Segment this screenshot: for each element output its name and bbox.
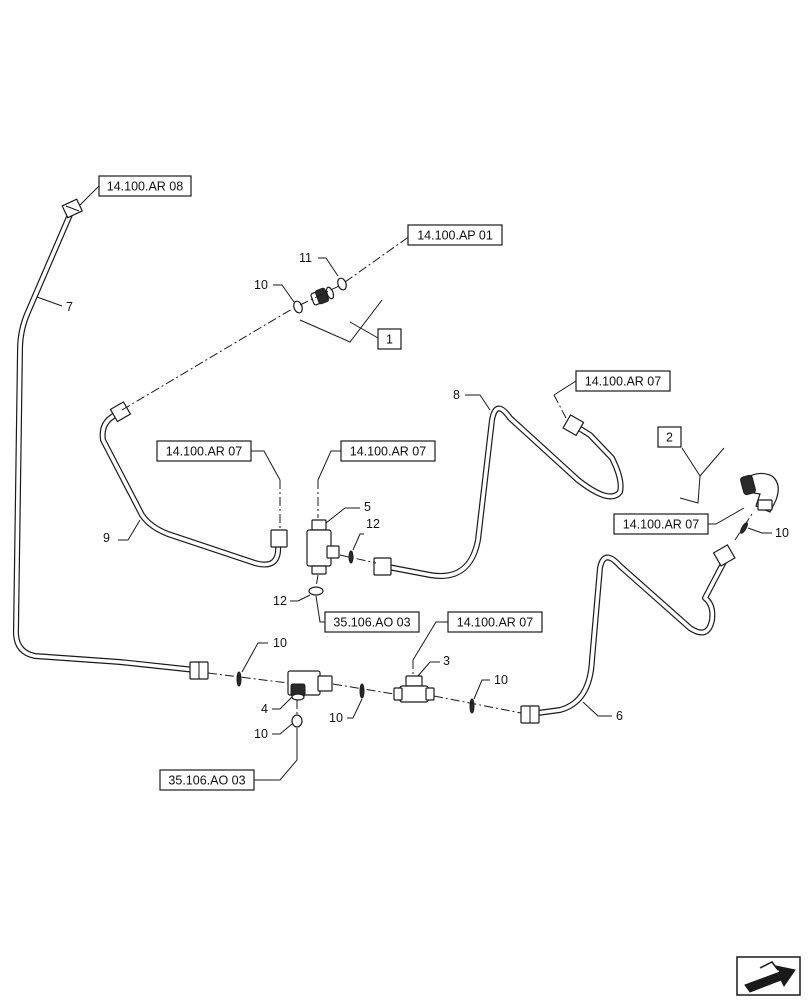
callout-10-top: 10 <box>254 278 295 303</box>
svg-text:12: 12 <box>366 517 380 531</box>
callout-12-side: 12 <box>352 517 380 551</box>
callout-10-left: 10 <box>241 636 287 673</box>
callout-4: 4 <box>261 696 293 716</box>
ref-box-ao03-bottom: 35.106.AO 03 <box>159 728 298 791</box>
svg-text:8: 8 <box>453 388 460 402</box>
pipe-9-end-nut <box>270 529 288 548</box>
ref-box-ar07-right: 14.100.AR 07 <box>613 507 745 535</box>
ref-label-ar07-left: 14.100.AR 07 <box>166 445 242 459</box>
callout-9: 9 <box>103 519 141 545</box>
callout-10-bottom: 10 <box>254 723 293 741</box>
callout-10-right: 10 <box>473 673 508 700</box>
pipe-6-top-nut <box>712 544 736 567</box>
o-ring-11 <box>337 277 347 291</box>
o-ring-10-left <box>236 671 242 687</box>
kit-1-bracket: 1 <box>299 299 402 350</box>
o-ring-10-mid <box>359 683 365 699</box>
callout-7: 7 <box>36 296 73 314</box>
o-ring-12-bottom <box>308 586 324 596</box>
o-ring-10-top <box>293 300 303 314</box>
kit-2-label: 2 <box>666 431 673 445</box>
ref-box-ar08: 14.100.AR 08 <box>79 175 192 206</box>
ref-label-ap01: 14.100.AP 01 <box>417 229 493 243</box>
ref-label-ar07-top: 14.100.AR 07 <box>585 375 661 389</box>
svg-text:9: 9 <box>103 531 110 545</box>
ref-box-ar07-top: 14.100.AR 07 <box>553 370 671 396</box>
svg-text:12: 12 <box>273 594 287 608</box>
ref-label-ar08: 14.100.AR 08 <box>107 180 183 194</box>
callout-10-mid: 10 <box>329 698 363 725</box>
ref-label-ar07-right: 14.100.AR 07 <box>623 518 699 532</box>
center-lines <box>121 235 753 715</box>
callout-10-right-elbow: 10 <box>747 526 789 540</box>
pipe-9-top-nut <box>109 401 132 423</box>
ref-box-ao03-mid: 35.106.AO 03 <box>315 595 420 633</box>
o-ring-10-right <box>469 698 475 714</box>
tee-fitting-5 <box>306 519 340 575</box>
callout-3: 3 <box>417 654 450 677</box>
ref-label-ar07-mid: 14.100.AR 07 <box>350 445 426 459</box>
o-ring-12-side <box>348 550 354 564</box>
pipe-6 <box>527 554 729 717</box>
callout-11: 11 <box>299 251 339 277</box>
o-ring-10-elbow <box>740 522 748 534</box>
pipe-8-left-nut <box>373 557 392 576</box>
callout-8: 8 <box>453 388 491 411</box>
svg-text:11: 11 <box>299 251 312 265</box>
callout-12-bottom: 12 <box>273 594 311 608</box>
svg-text:6: 6 <box>616 709 623 723</box>
ref-box-ap01: 14.100.AP 01 <box>407 224 503 246</box>
svg-text:5: 5 <box>364 500 371 514</box>
ref-label-ar07-bottom: 14.100.AR 07 <box>457 616 533 630</box>
ref-box-ar07-mid: 14.100.AR 07 <box>317 440 436 481</box>
ref-box-ar07-bottom: 14.100.AR 07 <box>412 611 543 661</box>
svg-text:10: 10 <box>775 526 789 540</box>
svg-text:3: 3 <box>443 654 450 668</box>
svg-text:10: 10 <box>273 636 287 650</box>
pipe-7-end-nut <box>189 661 209 680</box>
kit-2-bracket: 2 <box>657 426 725 504</box>
pipe-9 <box>99 410 282 568</box>
svg-text:10: 10 <box>329 711 343 725</box>
pipe-8-top-nut <box>562 414 585 437</box>
svg-text:10: 10 <box>254 278 268 292</box>
svg-text:7: 7 <box>66 300 73 314</box>
ref-label-ao03-bottom: 35.106.AO 03 <box>168 774 245 788</box>
pipe-6-nut <box>520 705 540 724</box>
ref-label-ao03-mid: 35.106.AO 03 <box>333 616 410 630</box>
tee-fitting-4 <box>287 670 333 701</box>
tee-fitting-3 <box>393 675 435 703</box>
svg-text:10: 10 <box>254 727 268 741</box>
svg-text:4: 4 <box>261 702 268 716</box>
o-ring-10-bottom <box>291 714 303 728</box>
callout-6: 6 <box>582 701 623 723</box>
svg-text:10: 10 <box>494 673 508 687</box>
ref-box-ar07-left: 14.100.AR 07 <box>156 440 281 481</box>
pipe-7 <box>12 207 198 673</box>
connector-fitting <box>310 286 335 306</box>
elbow-fitting <box>740 472 779 513</box>
pipe-8 <box>380 405 624 579</box>
kit-1-label: 1 <box>386 333 393 347</box>
pipe-7-nut <box>61 198 84 219</box>
callout-5: 5 <box>325 500 371 524</box>
arrow-page-icon[interactable] <box>736 956 801 996</box>
